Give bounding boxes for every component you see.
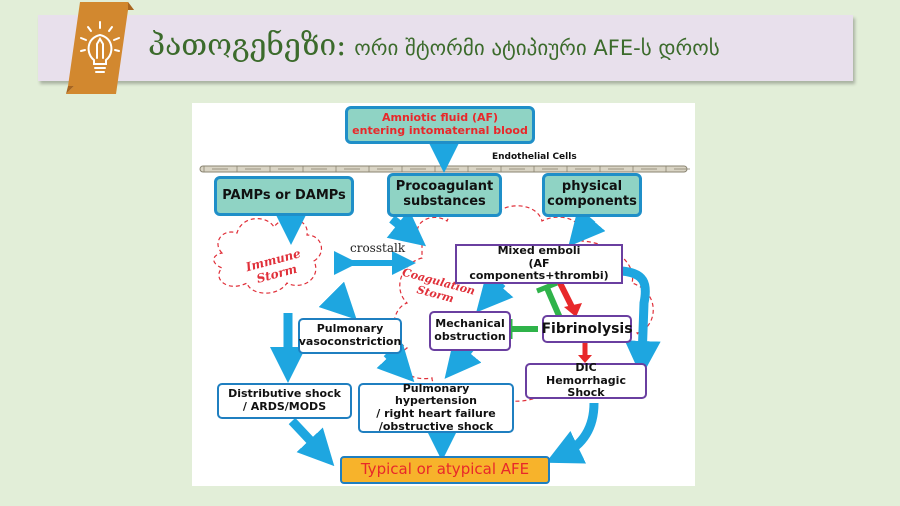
title-main: პათოგენეზი: bbox=[148, 28, 347, 63]
endothelial-layer bbox=[199, 165, 690, 173]
pamps-box: PAMPs or DAMPs bbox=[214, 176, 354, 216]
inhibit-fibrinolysis-mechanical bbox=[507, 319, 538, 339]
title-subtitle: ორი შტორმი ატიპიური AFE-ს დროს bbox=[354, 36, 720, 60]
fibrinolysis-box: Fibrinolysis bbox=[541, 315, 633, 343]
mixed-emboli-box: Mixed emboli (AF components+thrombi) bbox=[455, 244, 623, 284]
page-title: პათოგენეზი: ორი შტორმი ატიპიური AFE-ს დრ… bbox=[148, 28, 720, 72]
endothelial-label: Endothelial Cells bbox=[492, 152, 577, 162]
procoagulant-box: Procoagulant substances bbox=[387, 173, 502, 217]
mechanical-obstruction-box: Mechanical obstruction bbox=[429, 311, 511, 351]
crosstalk-label: crosstalk bbox=[350, 241, 406, 255]
arrow-immune-vasocon bbox=[318, 281, 357, 320]
arrow-emboli-mechanical bbox=[476, 273, 514, 313]
inhibit-fibrinolysis-emboli bbox=[536, 280, 563, 320]
title-bar bbox=[38, 15, 853, 81]
physical-components-box: physical components bbox=[542, 173, 642, 217]
outcome-box: Typical or atypical AFE bbox=[340, 456, 550, 484]
promote-emboli-fibrinolysis bbox=[557, 281, 582, 317]
promote-fibrinolysis-dic bbox=[578, 343, 592, 363]
distributive-shock-box: Distributive shock / ARDS/MODS bbox=[217, 383, 352, 419]
pulmonary-vasoconstriction-box: Pulmonary vasoconstriction bbox=[298, 318, 402, 354]
arrow-physical-emboli bbox=[568, 207, 606, 247]
immune-storm-cloud bbox=[213, 218, 323, 294]
lightbulb-pencil-icon bbox=[66, 2, 134, 94]
arrow-dic-outcome bbox=[545, 402, 599, 464]
arrow-emboli-dic bbox=[621, 266, 661, 377]
arrow-distributive-outcome bbox=[288, 417, 335, 467]
arrow-procoag-emboli bbox=[386, 209, 427, 247]
pulmonary-hypertension-box: Pulmonary hypertension / right heart fai… bbox=[358, 382, 514, 433]
source-box: Amniotic fluid (AF) entering intomaterna… bbox=[345, 106, 535, 144]
pathogenesis-diagram: Amniotic fluid (AF) entering intomaterna… bbox=[192, 103, 695, 486]
arrow-vasocon-pulmhyp bbox=[376, 343, 415, 383]
dic-box: DIC Hemorrhagic Shock bbox=[525, 361, 647, 399]
